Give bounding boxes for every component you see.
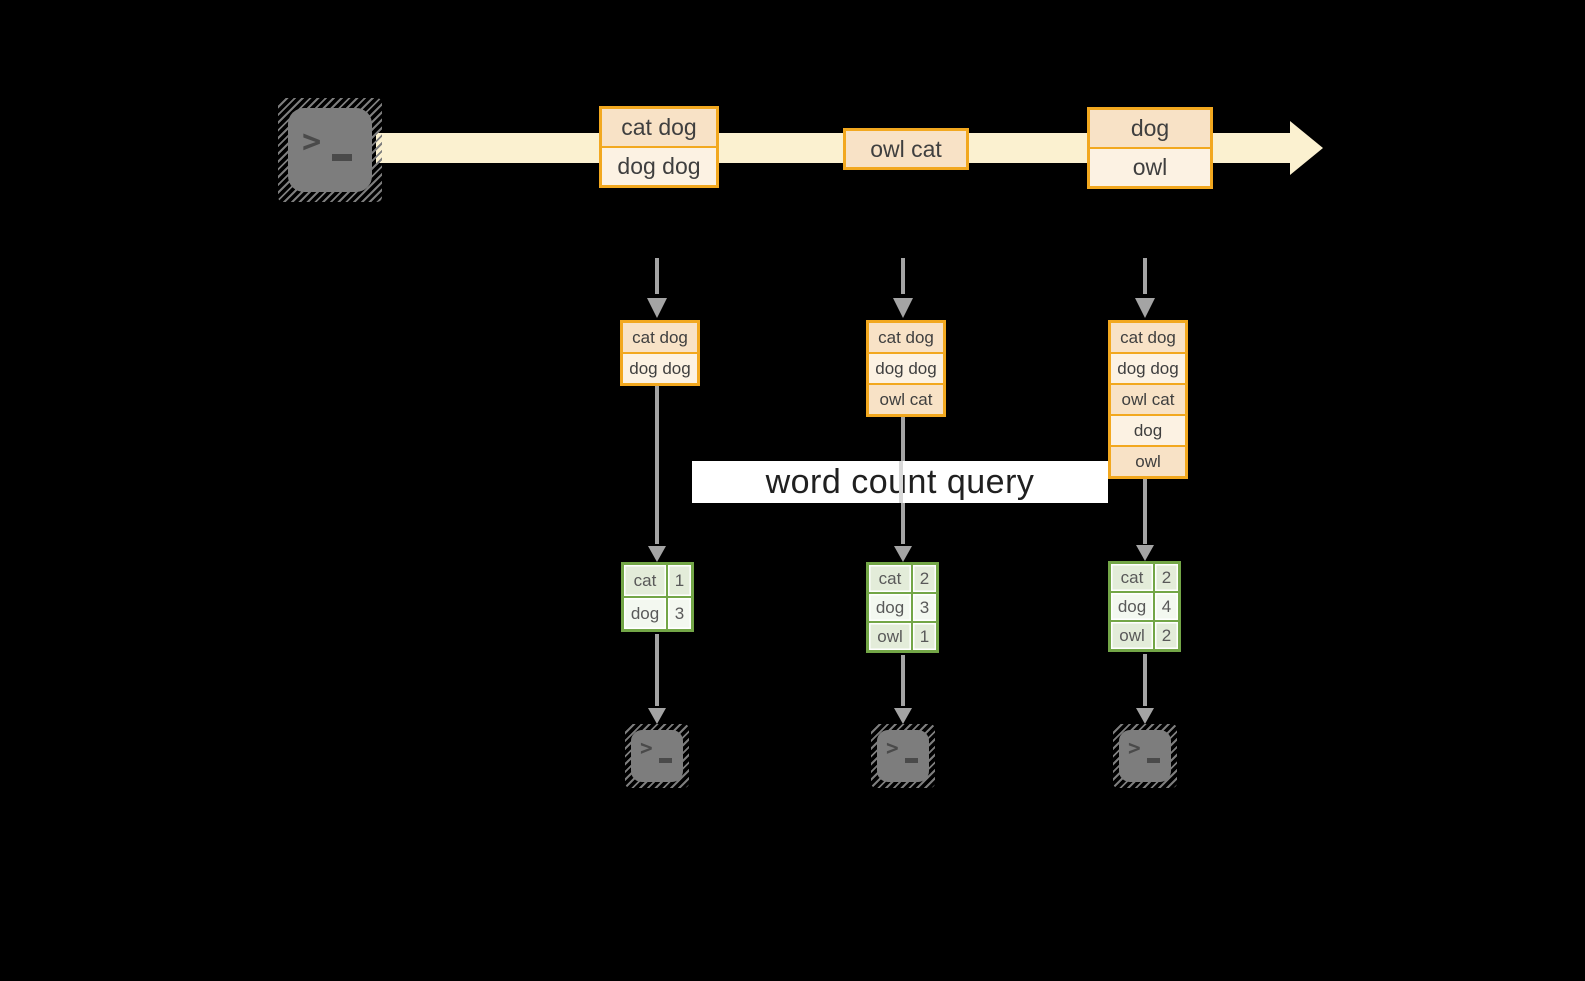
terminal-screen: > (1119, 730, 1171, 782)
output-arrow-line (655, 634, 659, 706)
count-value: 3 (668, 598, 691, 629)
count-value: 1 (668, 565, 691, 596)
stream-message-3: dog owl (1087, 107, 1213, 189)
count-word: cat (869, 565, 911, 592)
dashed-arrow-line (1143, 258, 1147, 294)
count-word: owl (1111, 622, 1153, 649)
prompt-cursor-icon (905, 758, 918, 763)
buffer-item: owl cat (869, 383, 943, 414)
count-value: 4 (1155, 593, 1178, 620)
output-arrow-line (1143, 654, 1147, 706)
stream-message-2: owl cat (843, 128, 969, 170)
message-line: owl cat (846, 131, 966, 167)
process-arrow-line (655, 386, 659, 544)
arrow-passthrough-line (899, 461, 903, 503)
buffer-item: cat dog (869, 323, 943, 352)
count-value: 1 (913, 623, 936, 650)
arrow-down-icon (647, 298, 667, 318)
buffer-item: dog dog (623, 352, 697, 383)
prompt-cursor-icon (332, 154, 352, 161)
arrow-down-icon (893, 298, 913, 318)
message-line: cat dog (602, 109, 716, 146)
query-banner: word count query (692, 461, 1108, 503)
count-word: cat (1111, 564, 1153, 591)
prompt-chevron-icon: > (640, 736, 653, 760)
count-value: 3 (913, 594, 936, 621)
worker-1-input-buffer: cat dog dog dog (620, 320, 700, 386)
stream-arrowhead-icon (1290, 121, 1323, 175)
arrow-down-icon (648, 546, 666, 562)
worker-2-count-table: cat 2 dog 3 owl 1 (866, 562, 939, 653)
count-value: 2 (1155, 622, 1178, 649)
buffer-item: cat dog (623, 323, 697, 352)
terminal-source-icon: > (278, 98, 382, 202)
message-line: owl (1090, 147, 1210, 186)
arrow-down-icon (1136, 708, 1154, 724)
terminal-output-3-icon: > (1113, 724, 1177, 788)
arrow-down-icon (1135, 298, 1155, 318)
count-value: 2 (1155, 564, 1178, 591)
buffer-item: dog dog (1111, 352, 1185, 383)
output-arrow-line (901, 655, 905, 706)
prompt-chevron-icon: > (1128, 736, 1141, 760)
message-line: dog dog (602, 146, 716, 185)
count-value: 2 (913, 565, 936, 592)
buffer-item: cat dog (1111, 323, 1185, 352)
buffer-item: dog (1111, 414, 1185, 445)
buffer-item: dog dog (869, 352, 943, 383)
terminal-screen: > (631, 730, 683, 782)
arrow-down-icon (1136, 545, 1154, 561)
terminal-screen: > (877, 730, 929, 782)
count-word: cat (624, 565, 666, 596)
buffer-item: owl (1111, 445, 1185, 476)
arrow-down-icon (648, 708, 666, 724)
dashed-arrow-line (655, 258, 659, 294)
worker-1-count-table: cat 1 dog 3 (621, 562, 694, 632)
prompt-cursor-icon (659, 758, 672, 763)
worker-3-count-table: cat 2 dog 4 owl 2 (1108, 561, 1181, 652)
stream-message-1: cat dog dog dog (599, 106, 719, 188)
count-word: dog (869, 594, 911, 621)
count-word: dog (624, 598, 666, 629)
terminal-screen: > (288, 108, 372, 192)
worker-3-input-buffer: cat dog dog dog owl cat dog owl (1108, 320, 1188, 479)
count-word: owl (869, 623, 911, 650)
prompt-chevron-icon: > (302, 122, 322, 160)
message-line: dog (1090, 110, 1210, 147)
arrow-down-icon (894, 708, 912, 724)
prompt-cursor-icon (1147, 758, 1160, 763)
process-arrow-line (1143, 479, 1147, 544)
arrow-down-icon (894, 546, 912, 562)
buffer-item: owl cat (1111, 383, 1185, 414)
prompt-chevron-icon: > (886, 736, 899, 760)
terminal-output-1-icon: > (625, 724, 689, 788)
count-word: dog (1111, 593, 1153, 620)
dashed-arrow-line (901, 258, 905, 294)
worker-2-input-buffer: cat dog dog dog owl cat (866, 320, 946, 417)
terminal-output-2-icon: > (871, 724, 935, 788)
